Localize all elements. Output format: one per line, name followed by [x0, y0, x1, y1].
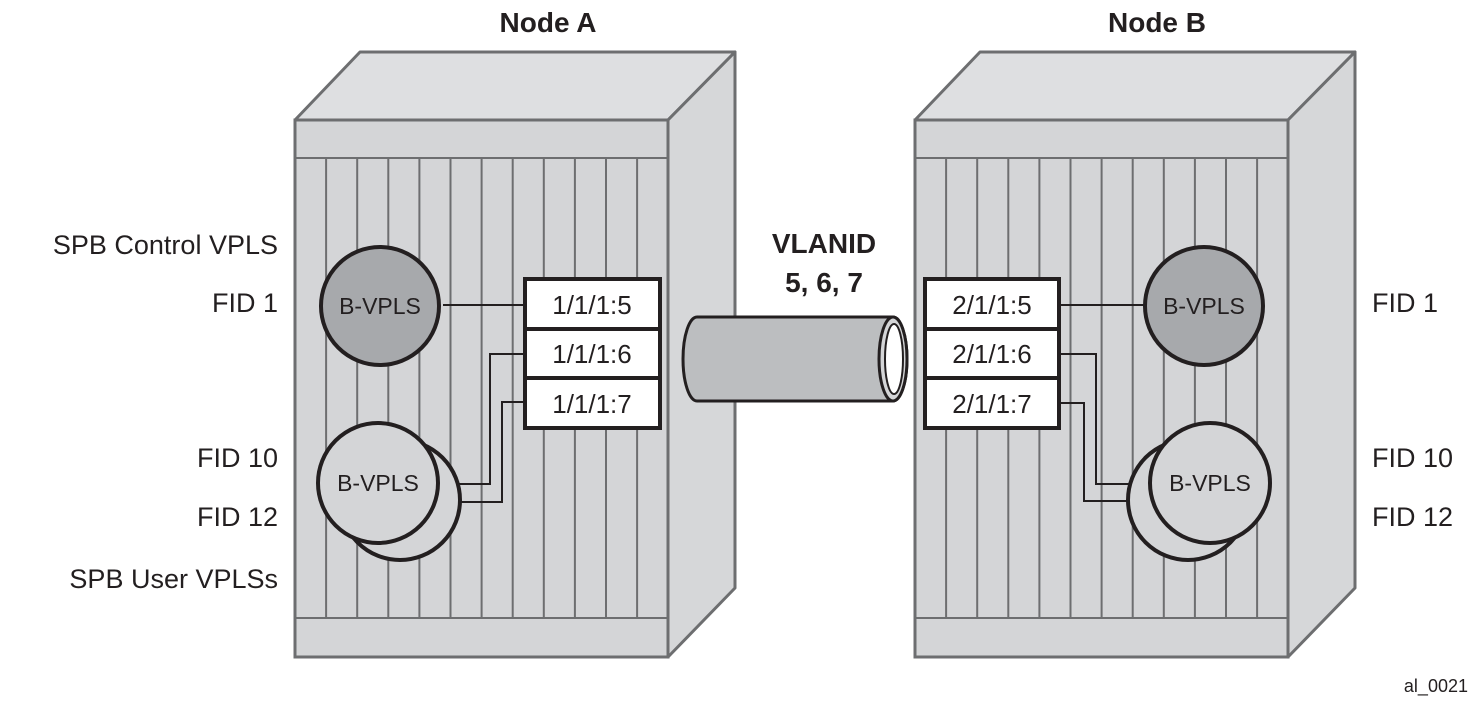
node-a-user-vpls-fid10-circle[interactable]: [316, 421, 440, 545]
node-b-user-vpls[interactable]: B-VPLS: [1126, 421, 1272, 562]
node-b-fid-1-label: FID 1: [1372, 288, 1438, 318]
node-b-connector-port6-fid10: [1059, 353, 1150, 485]
node-b-user-vpls-label: B-VPLS: [1169, 470, 1251, 496]
node-a-port-2-label: 1/1/1:6: [552, 339, 632, 369]
spb-control-vpls-label: SPB Control VPLS: [53, 230, 278, 260]
node-a-connector-fid12-port7: [460, 401, 525, 503]
node-b-port-2[interactable]: [923, 327, 1061, 380]
node-b-control-vpls[interactable]: B-VPLS: [1143, 245, 1265, 367]
node-b-port-block: 2/1/1:5 2/1/1:6 2/1/1:7: [923, 277, 1061, 430]
node-a-user-vpls[interactable]: B-VPLS: [316, 421, 462, 562]
node-b-port-1-label: 2/1/1:5: [952, 290, 1032, 320]
node-a-user-vpls-label: B-VPLS: [337, 470, 419, 496]
node-b-control-vpls-circle[interactable]: [1143, 245, 1265, 367]
node-a-connectors: [440, 304, 525, 503]
node-b-user-vpls-fid10-circle[interactable]: [1148, 421, 1272, 545]
node-b-title: Node B: [1108, 7, 1206, 38]
node-a-fid-10-label: FID 10: [197, 443, 278, 473]
node-a-port-3[interactable]: [523, 376, 662, 430]
vlan-link-tube-opening: [884, 323, 904, 395]
node-b-port-3-label: 2/1/1:7: [952, 389, 1032, 419]
node-a-port-1-label: 1/1/1:5: [552, 290, 632, 320]
node-b-side-face: [1286, 50, 1357, 659]
node-a-control-vpls[interactable]: B-VPLS: [319, 245, 441, 367]
node-a-connector-fid10-port6: [440, 353, 525, 485]
vlan-link[interactable]: [681, 315, 909, 403]
node-b-connector-port7-fid12: [1059, 402, 1130, 502]
node-b-fid-10-label: FID 10: [1372, 443, 1453, 473]
node-b-control-vpls-label: B-VPLS: [1163, 293, 1245, 319]
spb-user-vplss-label: SPB User VPLSs: [69, 564, 278, 594]
node-a-control-vpls-circle[interactable]: [319, 245, 441, 367]
vlan-link-ids: 5, 6, 7: [785, 267, 863, 298]
node-a-port-1[interactable]: [523, 277, 662, 331]
vlan-link-title: VLANID: [772, 228, 876, 259]
node-b-fid-12-label: FID 12: [1372, 502, 1453, 532]
node-a-port-3-label: 1/1/1:7: [552, 389, 632, 419]
vlan-link-tube-body: [681, 315, 909, 403]
node-a-control-vpls-label: B-VPLS: [339, 293, 421, 319]
node-a-port-block: 1/1/1:5 1/1/1:6 1/1/1:7: [523, 277, 662, 430]
node-a-title: Node A: [500, 7, 597, 38]
node-b-connectors: [1059, 304, 1150, 502]
node-a-fid-12-label: FID 12: [197, 502, 278, 532]
node-b-port-3[interactable]: [923, 376, 1061, 430]
node-b-top-face: [913, 50, 1357, 122]
node-b-port-2-label: 2/1/1:6: [952, 339, 1032, 369]
node-a-fid-1-label: FID 1: [212, 288, 278, 318]
node-a-top-face: [293, 50, 737, 122]
figure-id: al_0021: [1404, 676, 1468, 697]
